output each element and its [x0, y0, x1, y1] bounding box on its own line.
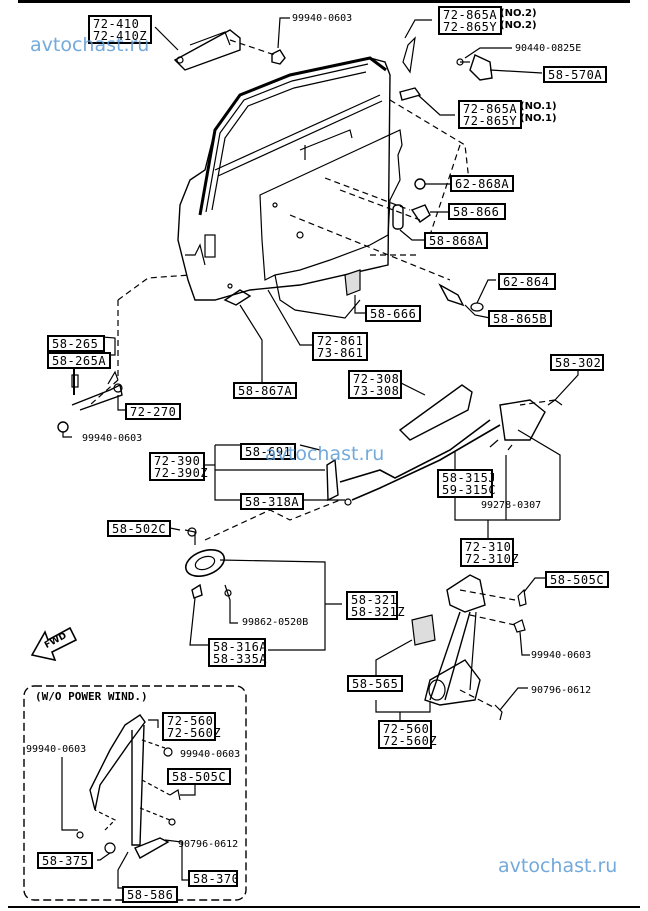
- note-text: (NO.1): [520, 113, 557, 124]
- inset-label-regulator: 72-560 72-560Z: [162, 712, 222, 741]
- note-text: (NO.2): [500, 20, 537, 31]
- inset-label-bolt-bottom: 90796-0612: [178, 839, 239, 850]
- label-screw-99862: 99862-0520B: [242, 617, 309, 628]
- power-regulator-drawing: [375, 574, 545, 721]
- label-ring-62-864: 62-864: [498, 273, 556, 290]
- label-inner-handle: 58-321 58-321Z: [346, 591, 406, 620]
- label-lock-rod: 58-315J 59-315C: [437, 469, 497, 498]
- part-number: 72-308: [353, 372, 400, 386]
- label-check-58-265A: 58-265A: [47, 352, 112, 369]
- part-number: 72-865Y: [463, 114, 518, 128]
- label-grommet-58-502C: 58-502C: [107, 520, 172, 537]
- part-number: 72-865Y: [443, 20, 498, 34]
- part-number: 72-390: [154, 454, 201, 468]
- part-number: 58-321: [351, 593, 398, 607]
- part-number: 72-560: [383, 722, 430, 736]
- label-nut-top: 99940-0603: [292, 13, 353, 24]
- part-number: 72-390Z: [154, 466, 209, 480]
- bracket-and-cables: [339, 368, 579, 540]
- inset-label-nut-left: 99940-0603: [26, 744, 87, 755]
- label-bolt-58-505C: 58-505C: [545, 571, 610, 588]
- label-rod-58-865B: 58-865B: [488, 310, 553, 327]
- inset-title: (W/O POWER WIND.): [35, 690, 148, 703]
- inset-label-bolt-top: 58-505C: [167, 768, 232, 785]
- inset-label-washer: 58-375: [37, 852, 93, 869]
- inset-label-clip: 58-586: [122, 886, 178, 903]
- part-number: 72-410Z: [93, 29, 148, 43]
- part-number: 72-310Z: [465, 552, 520, 566]
- part-number: 58-316A: [213, 640, 268, 654]
- clips-drawing: [344, 178, 496, 319]
- outer-handle-drawing: [154, 17, 290, 71]
- label-bezel: 58-316A 58-335A: [208, 638, 268, 667]
- label-striker-no2: 72-865A 72-865Y: [438, 6, 503, 35]
- note-text: (NO.2): [500, 8, 537, 19]
- label-outer-handle: 72-410 72-410Z: [88, 15, 153, 44]
- label-trim-panel: 72-861 73-861: [312, 332, 368, 361]
- top-border: [18, 0, 630, 3]
- part-number: 72-560Z: [383, 734, 438, 748]
- label-latch: 72-310 72-310Z: [460, 538, 520, 567]
- label-screw-top: 90440-0825E: [515, 43, 582, 54]
- label-pin-58-302: 58-302: [550, 354, 604, 371]
- watermark: avtochast.ru: [30, 34, 150, 56]
- label-nut-regulator: 99940-0603: [531, 650, 592, 661]
- part-number: 73-308: [353, 384, 400, 398]
- bottom-border: [8, 906, 640, 908]
- part-number: 58-321Z: [351, 605, 406, 619]
- watermark: avtochast.ru: [265, 443, 385, 465]
- part-number: 59-315C: [442, 483, 497, 497]
- label-pad-58-666: 58-666: [365, 305, 421, 322]
- label-clip-58-318A: 58-318A: [240, 493, 305, 510]
- label-rod-set: 72-390 72-390Z: [149, 452, 209, 481]
- inset-label-nut-right: 99940-0603: [180, 749, 241, 760]
- part-number: 72-560Z: [167, 726, 222, 740]
- note-no1: (NO.1) (NO.1): [520, 101, 557, 125]
- check-link-drawing: [57, 336, 125, 438]
- label-bracket-72-308: 72-308 73-308: [348, 370, 402, 399]
- part-number: 72-861: [317, 334, 364, 348]
- label-check-58-265: 58-265: [47, 335, 105, 352]
- door-shell: [177, 56, 391, 301]
- part-number: 72-865A: [463, 102, 518, 116]
- label-plug-58-867A: 58-867A: [233, 382, 298, 399]
- door-inner-panel: [227, 129, 403, 319]
- part-number: 58-335A: [213, 652, 268, 666]
- part-number: 73-861: [317, 346, 364, 360]
- label-screw-99278: 99278-0307: [481, 500, 542, 511]
- label-lock-58-570A: 58-570A: [543, 66, 608, 83]
- label-clip-58-691: 58-691: [240, 443, 296, 460]
- striker-drawing: [399, 19, 543, 116]
- dashed-leaders: [89, 39, 556, 709]
- label-grommet-62-868A: 62-868A: [450, 175, 515, 192]
- inset-label-handle: 58-370: [188, 870, 239, 887]
- label-checker-72-270: 72-270: [125, 403, 181, 420]
- label-clip-58-866: 58-866: [448, 203, 506, 220]
- note-no2: (NO.2) (NO.2): [500, 8, 537, 32]
- label-power-regulator: 72-560 72-560Z: [378, 720, 438, 749]
- fwd-arrow: [30, 626, 78, 662]
- watermark: avtochast.ru: [498, 855, 618, 877]
- label-striker-no1: 72-865A 72-865Y: [458, 100, 523, 129]
- label-bolt-90796: 90796-0612: [531, 685, 592, 696]
- part-number: 58-315J: [442, 471, 497, 485]
- inset-regulator-drawing: [61, 714, 196, 889]
- part-number: 72-410: [93, 17, 140, 31]
- note-text: (NO.1): [520, 101, 557, 112]
- part-number: 72-560: [167, 714, 214, 728]
- inner-handle-drawing: [164, 526, 342, 651]
- label-nut-checker: 99940-0603: [82, 433, 143, 444]
- label-cover-58-868A: 58-868A: [424, 232, 489, 249]
- part-number: 72-310: [465, 540, 512, 554]
- trim-leader: [223, 289, 312, 382]
- label-seal-58-565: 58-565: [347, 675, 403, 692]
- part-number: 72-865A: [443, 8, 498, 22]
- rod-clips-drawing: [205, 444, 352, 506]
